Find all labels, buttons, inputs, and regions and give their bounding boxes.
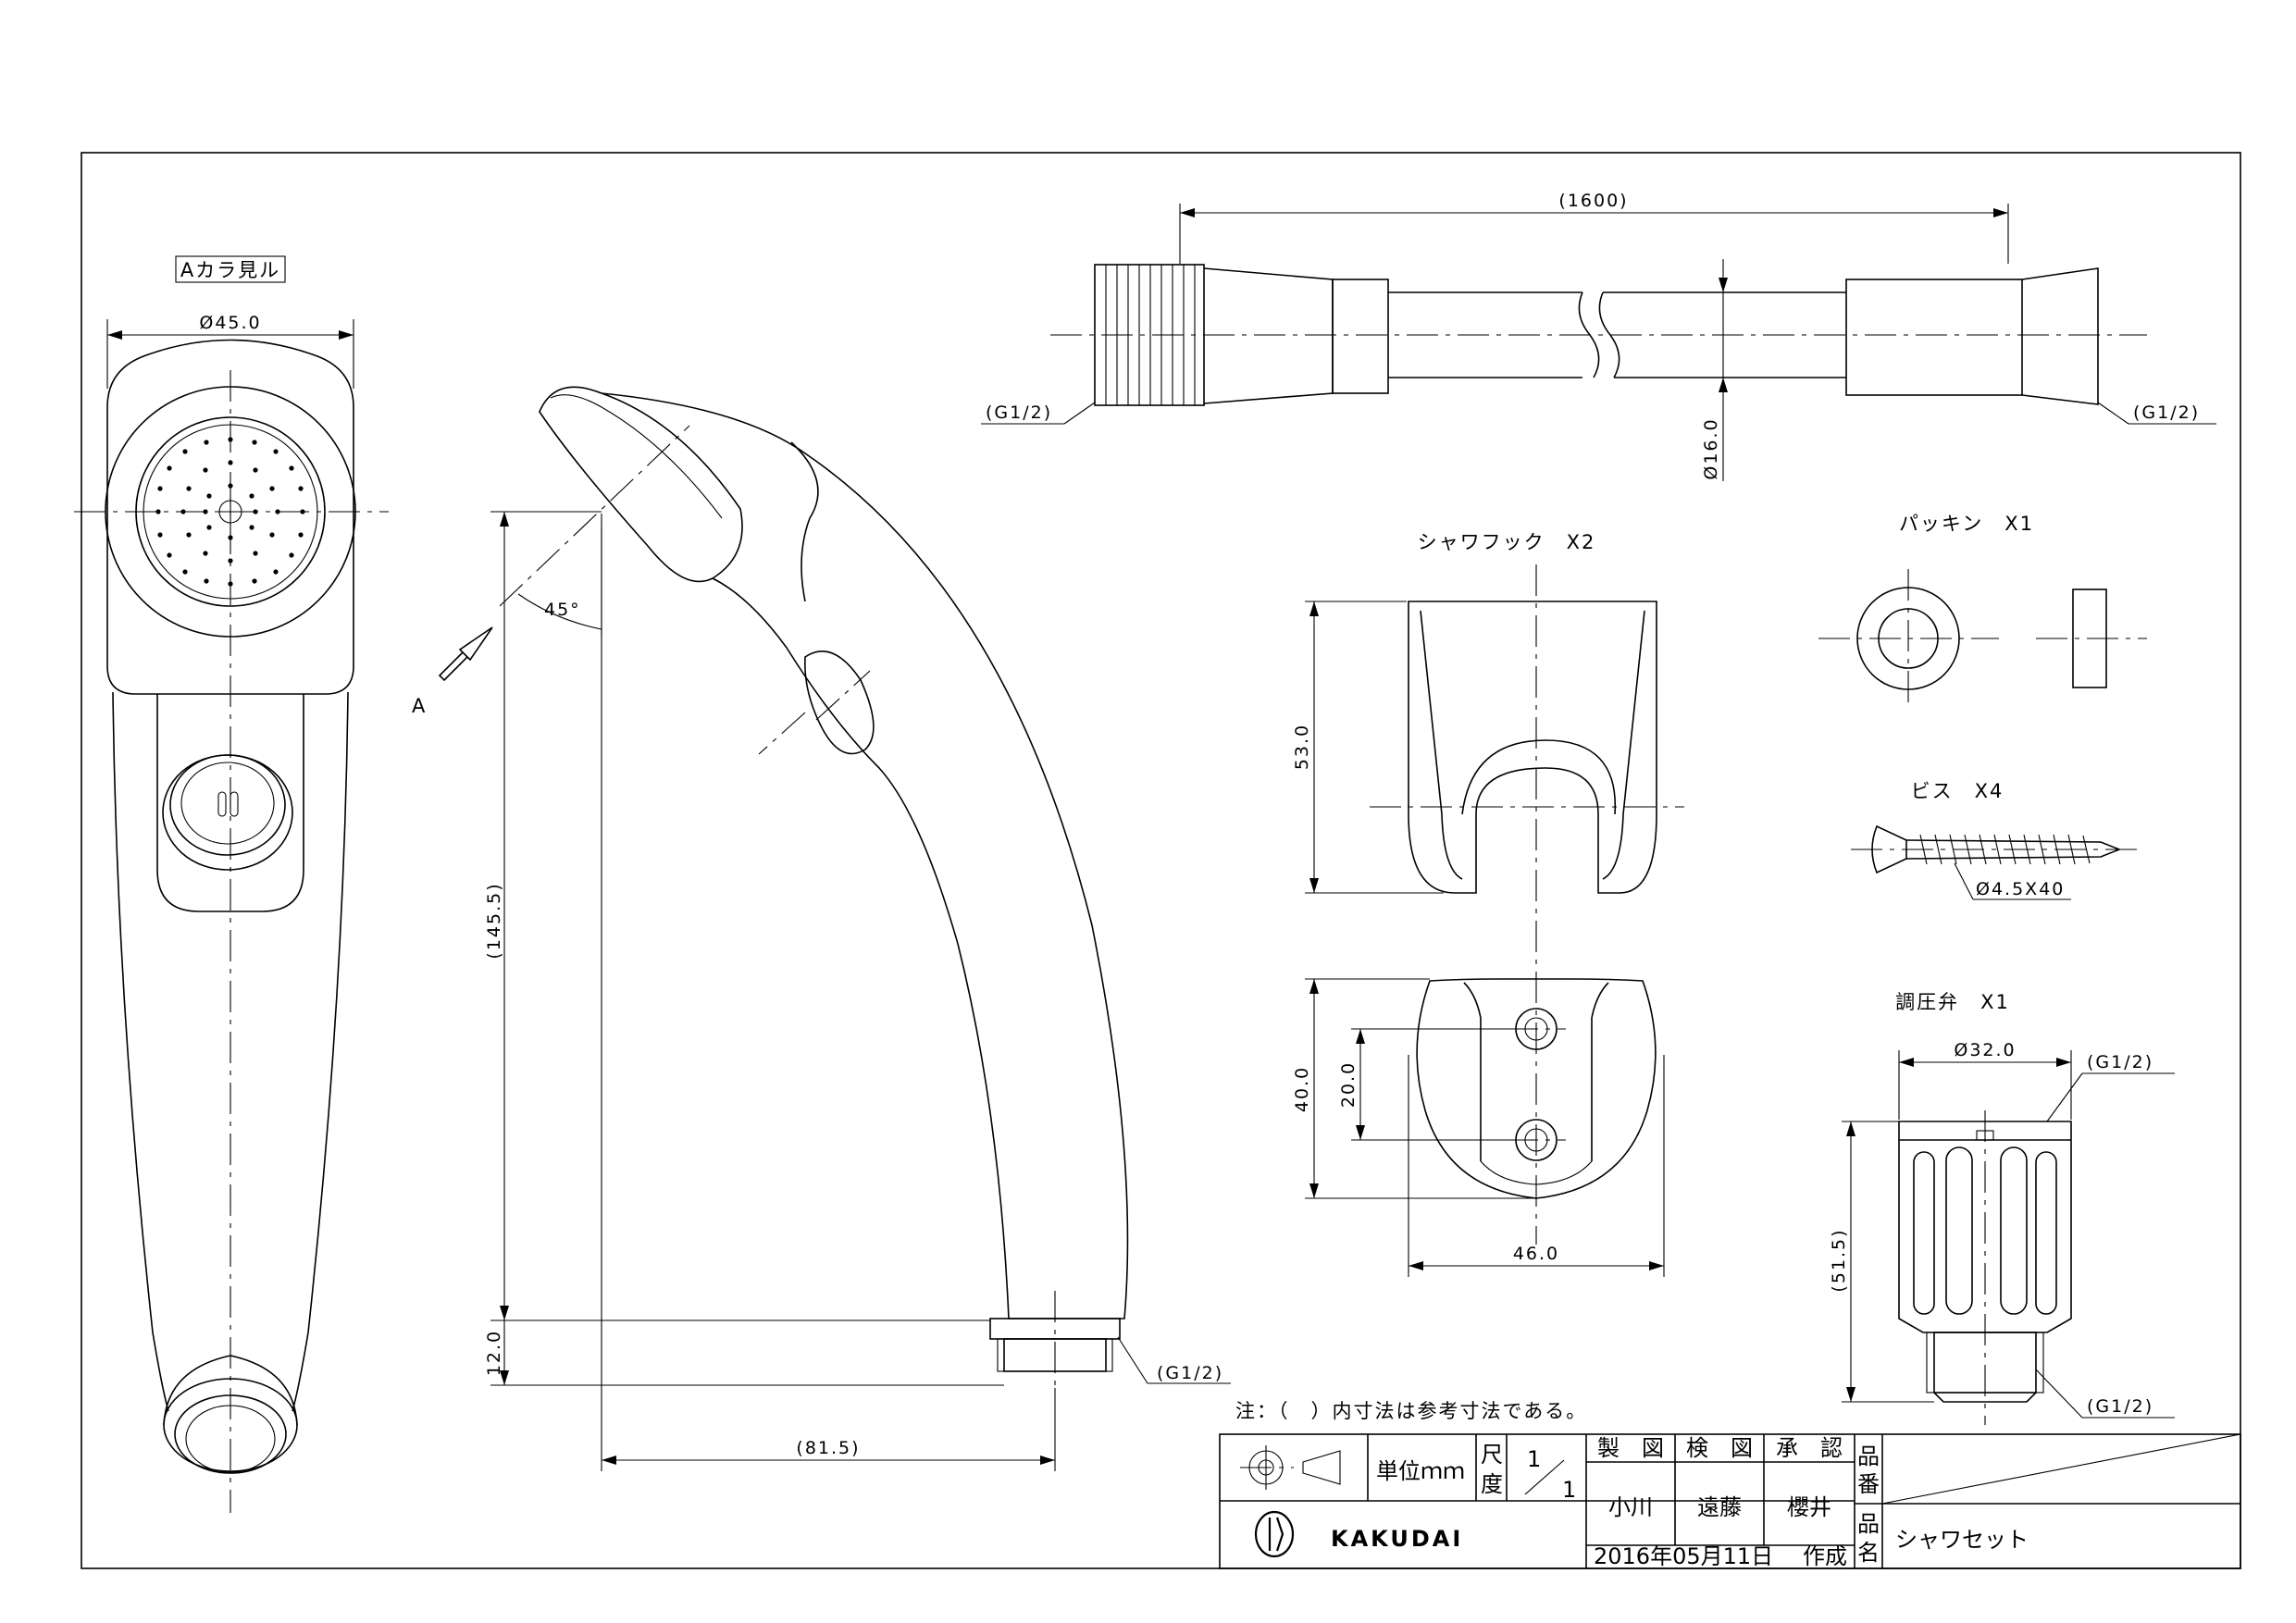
dim-head-diameter: Ø45.0 [199, 313, 261, 333]
creation-date: 2016年05月11日 [1594, 1543, 1773, 1569]
checked-label: 検 図 [1686, 1435, 1753, 1461]
shower-head-front-view: Aカラ見ル Ø45.0 [74, 255, 389, 1513]
hook-label: シャワフック X2 [1418, 531, 1596, 553]
packing-view: パッキン X1 [1818, 513, 2147, 708]
dim-hose-thread-left: (G1/2) [986, 403, 1052, 423]
approved-by: 櫻井 [1787, 1494, 1831, 1520]
dim-hook-hole-pitch: 20.0 [1338, 1061, 1359, 1108]
screw-view: ビス X4 Ø4.5X40 [1851, 780, 2138, 900]
unit-label: 単位ｍｍ [1376, 1458, 1465, 1484]
valve-label: 調圧弁 X1 [1895, 991, 2010, 1013]
kakudai-logo: KAKUDAI [1254, 1510, 1463, 1558]
dim-hose-length: (1600) [1558, 191, 1628, 211]
dim-screw-size: Ø4.5X40 [1976, 879, 2065, 899]
scale-label-2: 度 [1481, 1471, 1503, 1497]
dim-hook-width: 46.0 [1513, 1244, 1559, 1264]
shower-head-side-view: A 45° (145.5) 12.0 (81.5) (G1/2) [412, 386, 1231, 1471]
shower-hook-view: シャワフック X2 53.0 40.0 20.0 [1292, 531, 1684, 1277]
scale-denominator: 1 [1562, 1477, 1576, 1503]
pressure-valve-view: 調圧弁 X1 Ø32.0 (51.5) (G1/2) (G1/2) [1829, 991, 2175, 1425]
dim-valve-height: (51.5) [1829, 1228, 1849, 1292]
reference-note: 注：（ ）内寸法は参考寸法である。 [1235, 1400, 1587, 1422]
dim-valve-thread-bottom: (G1/2) [2087, 1396, 2153, 1417]
dim-hook-depth: 40.0 [1292, 1066, 1312, 1112]
part-name: シャワセット [1895, 1527, 2029, 1553]
hose-view: (1600) Ø16.0 (G1/2) (G1/2) [981, 191, 2216, 481]
created-label: 作成 [1803, 1543, 1847, 1569]
packing-label: パッキン X1 [1899, 513, 2034, 535]
dim-thread-length: 12.0 [484, 1330, 504, 1376]
view-arrow-letter: A [412, 695, 427, 717]
part-no-label-1: 品 [1857, 1443, 1880, 1469]
title-block: 単位ｍｍ 尺 度 1 1 製 図 検 図 承 認 小川 遠藤 櫻井 品 番 品 … [1219, 1433, 2241, 1569]
dim-hose-thread-right: (G1/2) [2133, 403, 2200, 423]
approved-label: 承 認 [1776, 1435, 1843, 1461]
part-name-label-2: 名 [1857, 1540, 1880, 1566]
checked-by: 遠藤 [1697, 1494, 1742, 1520]
dim-handle-reach: (81.5) [796, 1438, 860, 1458]
dim-handle-thread: (G1/2) [1157, 1363, 1223, 1383]
front-view-label: Aカラ見ル [180, 259, 280, 281]
scale-label-1: 尺 [1481, 1442, 1503, 1468]
drawn-by: 小川 [1608, 1494, 1653, 1520]
dim-hook-height: 53.0 [1292, 724, 1312, 770]
scale-numerator: 1 [1527, 1446, 1541, 1472]
front-view-label-box [175, 255, 286, 283]
drawn-label: 製 図 [1597, 1435, 1664, 1461]
dim-handle-height: (145.5) [484, 882, 504, 959]
part-name-label-1: 品 [1857, 1511, 1880, 1537]
dim-valve-diameter: Ø32.0 [1954, 1040, 2016, 1060]
dim-hose-diameter: Ø16.0 [1701, 417, 1721, 479]
dim-valve-thread-top: (G1/2) [2087, 1052, 2153, 1072]
company-name: KAKUDAI [1331, 1526, 1463, 1552]
drawing-frame [81, 152, 2241, 1569]
screw-label: ビス X4 [1911, 780, 2004, 802]
part-no-label-2: 番 [1857, 1471, 1880, 1497]
angle-label: 45° [544, 600, 581, 620]
